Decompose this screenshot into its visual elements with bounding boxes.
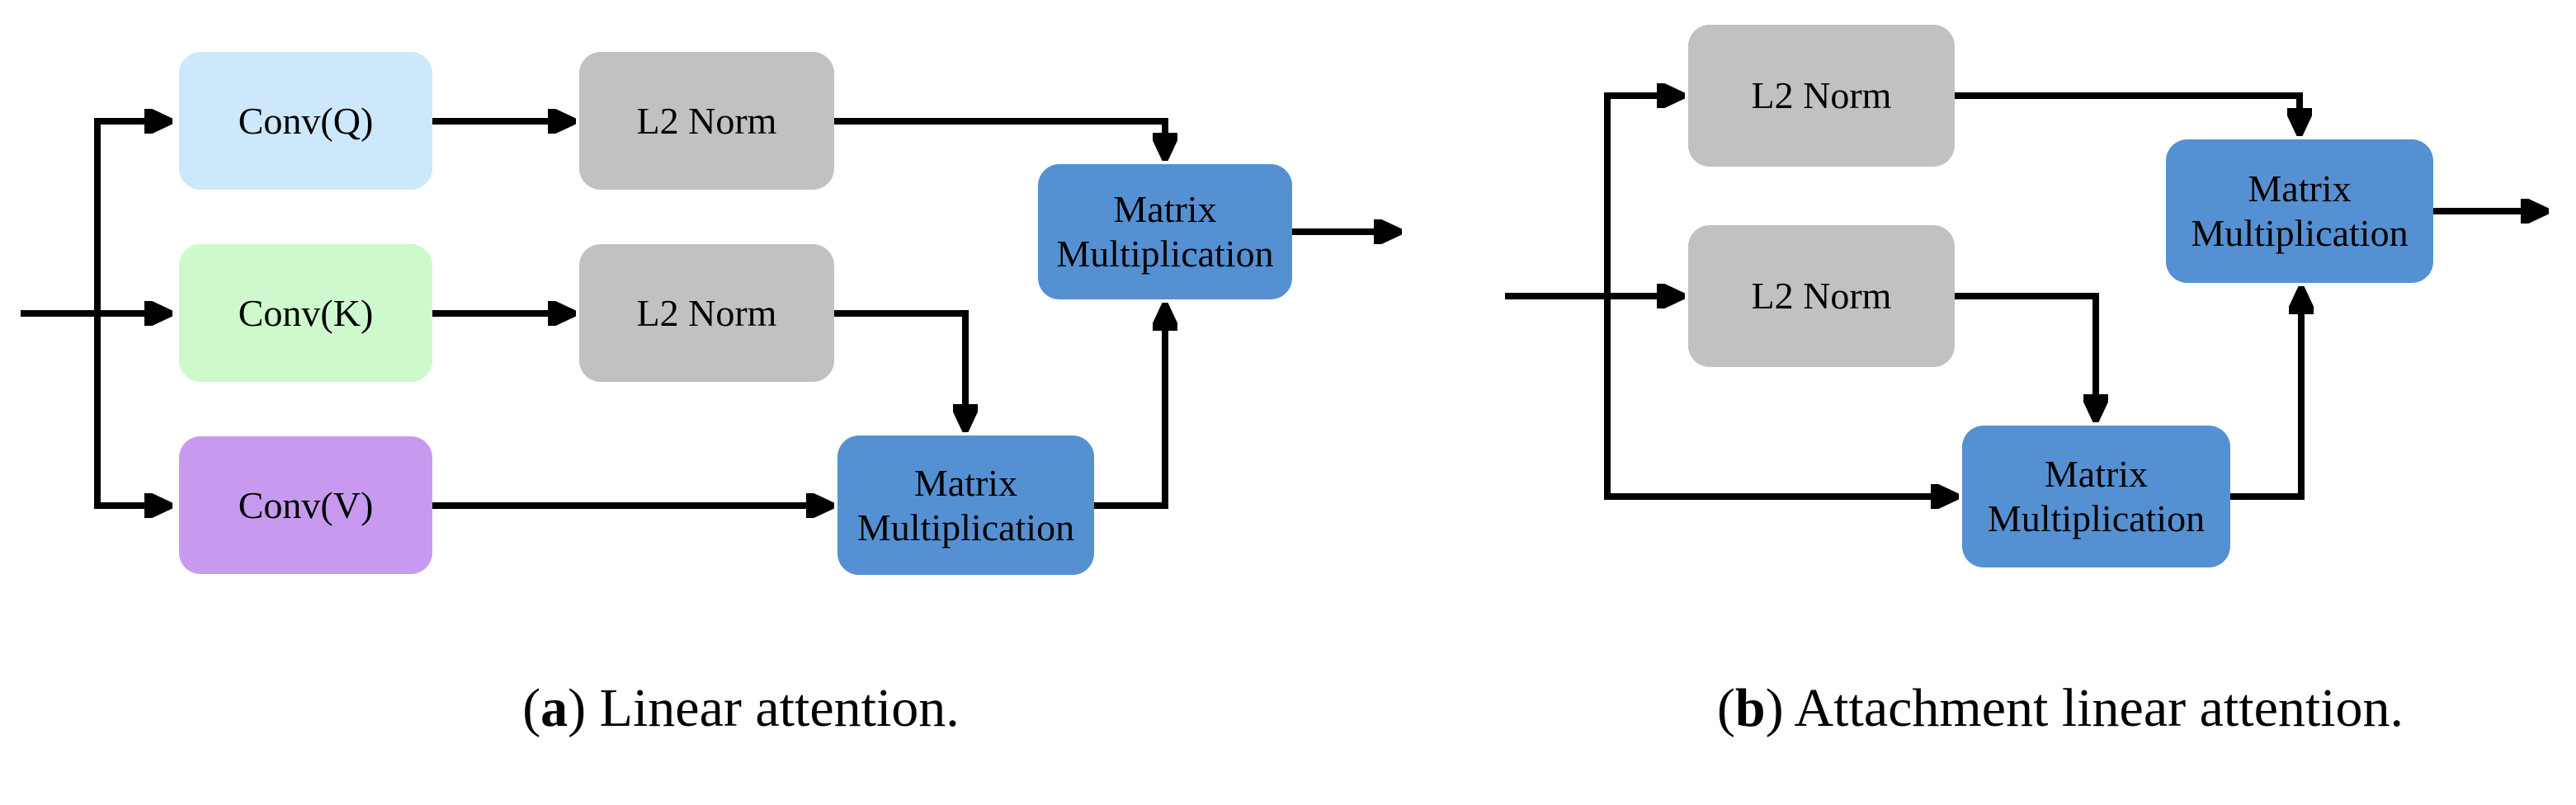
node-conv-q: Conv(Q) (179, 52, 432, 190)
b-arrow-matmulbottom-to-matmultop (2230, 290, 2301, 500)
node-b-matmul-bottom: Matrix Multiplication (1962, 426, 2230, 567)
caption-b-marker: b (1734, 678, 1766, 738)
b-arrow-l2bottom-to-matmul-bottom (1955, 293, 2096, 419)
node-b-l2-norm-bottom: L2 Norm (1688, 225, 1955, 367)
caption-b-paren-open: ( (1716, 678, 1735, 738)
node-l2-norm-q: L2 Norm (579, 52, 834, 190)
node-matmul-kv-label-line1: Matrix (913, 461, 1018, 504)
node-l2-norm-k-label: L2 Norm (636, 291, 777, 334)
b-arrow-l2top-to-matmul-top (1955, 92, 2300, 133)
node-matmul-qk-label-line2: Multiplication (1056, 233, 1274, 275)
node-matmul-kv: Matrix Multiplication (837, 435, 1094, 575)
a-arrow-l2q-to-matmul-qk (834, 118, 1165, 158)
node-b-matmul-top-label-line2: Multiplication (2191, 212, 2409, 254)
caption-b: (b) Attachment linear attention. (1505, 612, 2561, 738)
caption-b-paren-close: ) (1765, 678, 1784, 738)
connector-arrows-layer (21, 0, 2576, 694)
caption-b-text: Attachment linear attention. (1783, 678, 2404, 738)
caption-a-text: Linear attention. (586, 678, 960, 738)
node-matmul-qk: Matrix Multiplication (1038, 164, 1292, 299)
node-b-l2-norm-top: L2 Norm (1688, 25, 1955, 167)
caption-a-paren-close: ) (568, 678, 587, 738)
node-b-matmul-top: Matrix Multiplication (2166, 139, 2433, 283)
node-matmul-kv-label-line2: Multiplication (856, 506, 1075, 548)
caption-a: (a) Linear attention. (21, 612, 1407, 738)
node-b-l2-norm-top-label: L2 Norm (1751, 74, 1892, 116)
caption-a-marker: a (540, 678, 569, 738)
node-b-l2-norm-bottom-label: L2 Norm (1751, 275, 1892, 317)
node-l2-norm-k: L2 Norm (579, 244, 834, 382)
node-b-matmul-bottom-label-line1: Matrix (2044, 453, 2149, 495)
node-conv-q-label: Conv(Q) (238, 99, 374, 142)
node-conv-v-label: Conv(V) (238, 483, 374, 526)
a-arrow-l2k-to-matmul-kv (834, 310, 965, 429)
node-b-matmul-bottom-label-line2: Multiplication (1987, 497, 2206, 539)
node-conv-k-label: Conv(K) (238, 291, 374, 334)
node-conv-k: Conv(K) (179, 244, 432, 382)
node-l2-norm-q-label: L2 Norm (636, 99, 777, 142)
caption-a-paren-open: ( (522, 678, 541, 738)
node-b-matmul-top-label-line1: Matrix (2248, 167, 2352, 209)
node-conv-v: Conv(V) (179, 436, 432, 574)
figure-linear-attention-diagrams: Conv(Q) Conv(K) Conv(V) L2 Norm L2 Norm … (21, 0, 2576, 738)
a-arrow-matmulkv-to-matmulqk (1094, 306, 1165, 509)
node-matmul-qk-label-line1: Matrix (1113, 188, 1217, 230)
